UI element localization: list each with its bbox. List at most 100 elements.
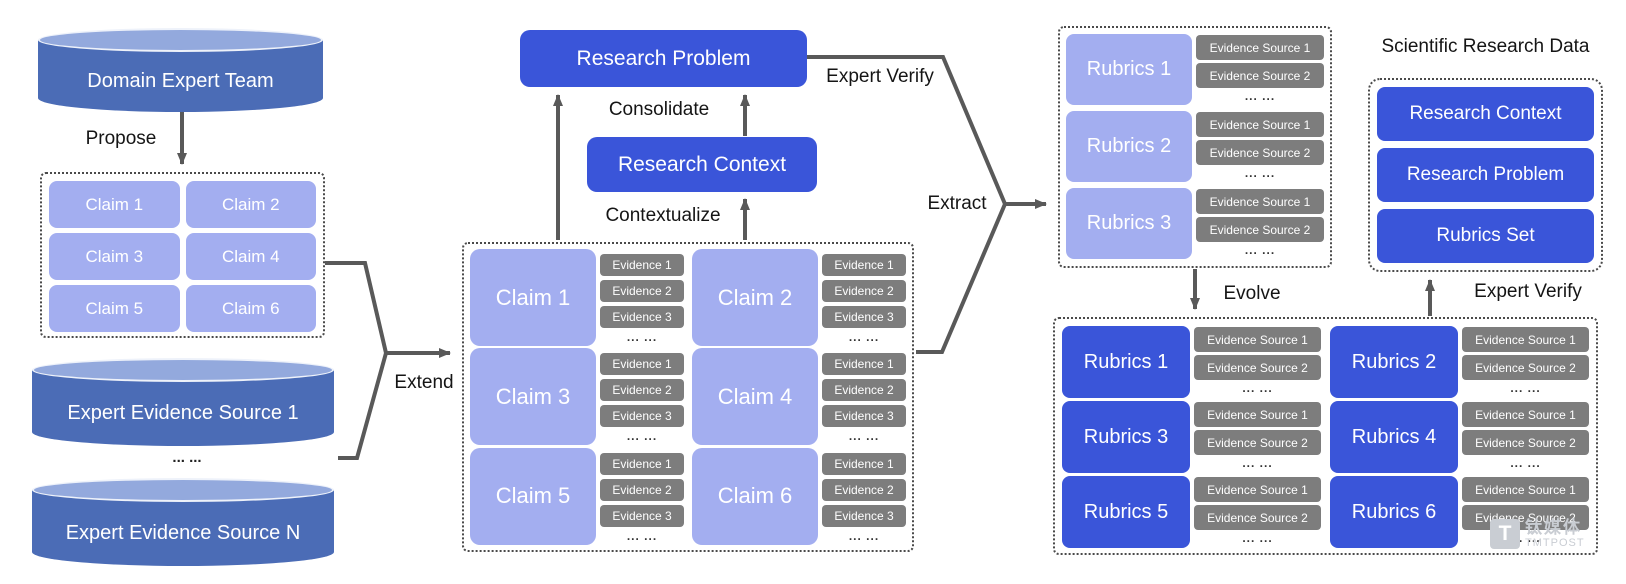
evidence-source-item: Evidence Source 2 bbox=[1194, 430, 1321, 455]
evidence-source-item: Evidence Source 2 bbox=[1194, 355, 1321, 380]
rubric-box: Rubrics 3 bbox=[1062, 401, 1190, 473]
claim-box: Claim 2 bbox=[185, 181, 316, 228]
rubric-group: Rubrics 6 Evidence Source 1 Evidence Sou… bbox=[1330, 476, 1589, 548]
evidence-source-list: Evidence Source 1 Evidence Source 2 ... … bbox=[1462, 476, 1589, 548]
consolidate-label: Consolidate bbox=[608, 99, 710, 120]
expert-evidence-source-1-cylinder: Expert Evidence Source 1 bbox=[32, 358, 334, 446]
evidence-source-item: Evidence Source 1 bbox=[1194, 402, 1321, 427]
evidence-item: Evidence 3 bbox=[600, 306, 684, 328]
evidence-item: Evidence 3 bbox=[822, 504, 906, 527]
cylinder-body: Expert Evidence Source 1 bbox=[32, 370, 334, 446]
evidence-source-item: Evidence Source 2 bbox=[1196, 140, 1324, 165]
research-context-box: Research Context bbox=[587, 137, 817, 192]
claim-box: Claim 2 bbox=[692, 249, 818, 346]
ellipsis: ... ... bbox=[1510, 381, 1541, 395]
contextualize-label: Contextualize bbox=[605, 205, 721, 226]
evidence-source-item: Evidence Source 1 bbox=[1194, 477, 1321, 502]
ellipsis: ... ... bbox=[1242, 531, 1273, 545]
evidence-source-item: Evidence Source 1 bbox=[1196, 35, 1324, 60]
rubric-box: Rubrics 5 bbox=[1062, 476, 1190, 548]
extend-connector-sources bbox=[338, 352, 388, 460]
evidence-list: Evidence 1 Evidence 2 Evidence 3 ... ... bbox=[600, 448, 684, 545]
cylinder-top-ellipse bbox=[32, 478, 334, 502]
rubric-group: Rubrics 1 Evidence Source 1 Evidence Sou… bbox=[1066, 34, 1324, 105]
domain-expert-team-label: Domain Expert Team bbox=[87, 69, 274, 92]
ellipsis: ... ... bbox=[1510, 456, 1541, 470]
evidence-source-list: Evidence Source 1 Evidence Source 2 ... … bbox=[1196, 111, 1324, 182]
claim-box: Claim 5 bbox=[49, 285, 180, 332]
evidence-list: Evidence 1 Evidence 2 Evidence 3 ... ... bbox=[600, 249, 684, 346]
ellipsis: ... ... bbox=[626, 330, 658, 344]
evidence-source-item: Evidence Source 2 bbox=[1196, 217, 1324, 242]
evidence-source-list: Evidence Source 1 Evidence Source 2 ... … bbox=[1194, 326, 1321, 398]
cylinder-body: Expert Evidence Source N bbox=[32, 490, 334, 566]
rubrics-box-initial: Rubrics 1 Evidence Source 1 Evidence Sou… bbox=[1058, 26, 1332, 268]
evidence-source-list: Evidence Source 1 Evidence Source 2 ... … bbox=[1196, 34, 1324, 105]
ellipsis: ... ... bbox=[1244, 89, 1276, 103]
evidence-item: Evidence 3 bbox=[822, 405, 906, 428]
rubric-group: Rubrics 2 Evidence Source 1 Evidence Sou… bbox=[1066, 111, 1324, 182]
ellipsis: ... ... bbox=[848, 429, 880, 444]
propose-label: Propose bbox=[85, 128, 157, 149]
evidence-item: Evidence 2 bbox=[600, 280, 684, 302]
watermark-cn: 钛媒体 bbox=[1525, 518, 1582, 537]
rubric-box: Rubrics 6 bbox=[1330, 476, 1458, 548]
claim-box: Claim 6 bbox=[185, 285, 316, 332]
scientific-research-data-title: Scientific Research Data bbox=[1381, 36, 1590, 57]
evidence-item: Evidence 1 bbox=[600, 452, 684, 475]
extend-label: Extend bbox=[394, 372, 454, 393]
cylinder-body: Domain Expert Team bbox=[38, 40, 323, 112]
claim-group: Claim 3 Evidence 1 Evidence 2 Evidence 3… bbox=[470, 348, 684, 446]
evidence-list: Evidence 1 Evidence 2 Evidence 3 ... ... bbox=[822, 348, 906, 445]
claim-group: Claim 1 Evidence 1 Evidence 2 Evidence 3… bbox=[470, 249, 684, 346]
claim-group: Claim 4 Evidence 1 Evidence 2 Evidence 3… bbox=[692, 348, 906, 446]
rubric-box: Rubrics 1 bbox=[1062, 326, 1190, 398]
evidence-item: Evidence 2 bbox=[600, 478, 684, 501]
rubric-group: Rubrics 1 Evidence Source 1 Evidence Sou… bbox=[1062, 326, 1321, 398]
rubric-box: Rubrics 4 bbox=[1330, 401, 1458, 473]
watermark: T 钛媒体 TMTPOST bbox=[1490, 519, 1585, 549]
evidence-item: Evidence 1 bbox=[600, 353, 684, 376]
ellipsis: ... ... bbox=[848, 528, 880, 543]
evidence-item: Evidence 2 bbox=[822, 280, 906, 302]
evidence-source-list: Evidence Source 1 Evidence Source 2 ... … bbox=[1194, 476, 1321, 548]
rubric-group: Rubrics 3 Evidence Source 1 Evidence Sou… bbox=[1062, 401, 1321, 473]
evidence-item: Evidence 3 bbox=[600, 405, 684, 428]
ellipsis: ... ... bbox=[1242, 456, 1273, 470]
evidence-item: Evidence 3 bbox=[822, 306, 906, 328]
claims-box-left: Claim 1 Claim 2 Claim 3 Claim 4 Claim 5 … bbox=[40, 172, 325, 338]
evidence-item: Evidence 2 bbox=[600, 379, 684, 402]
watermark-text: 钛媒体 TMTPOST bbox=[1525, 518, 1585, 550]
srd-research-context: Research Context bbox=[1377, 87, 1594, 141]
evidence-source-item: Evidence Source 1 bbox=[1462, 477, 1589, 502]
expert-verify-extract-arrow bbox=[807, 55, 1047, 209]
research-context-label: Research Context bbox=[617, 152, 787, 176]
claim-box: Claim 4 bbox=[185, 233, 316, 280]
rubric-box: Rubrics 2 bbox=[1330, 326, 1458, 398]
rubric-group: Rubrics 4 Evidence Source 1 Evidence Sou… bbox=[1330, 401, 1589, 473]
research-problem-label: Research Problem bbox=[576, 46, 751, 70]
evidence-list: Evidence 1 Evidence 2 Evidence 3 ... ... bbox=[822, 448, 906, 545]
evidence-source-list: Evidence Source 1 Evidence Source 2 ... … bbox=[1194, 401, 1321, 473]
research-problem-box: Research Problem bbox=[520, 30, 807, 87]
rubric-box: Rubrics 1 bbox=[1066, 34, 1192, 105]
claim-box: Claim 1 bbox=[49, 181, 180, 228]
expert-evidence-source-n-label: Expert Evidence Source N bbox=[65, 521, 301, 544]
evidence-source-item: Evidence Source 2 bbox=[1196, 63, 1324, 88]
claims-evidence-box: Claim 1 Evidence 1 Evidence 2 Evidence 3… bbox=[462, 242, 914, 552]
extend-connector-claims bbox=[324, 261, 388, 354]
evidence-source-item: Evidence Source 1 bbox=[1196, 112, 1324, 137]
rubrics-box-evolved: Rubrics 1 Evidence Source 1 Evidence Sou… bbox=[1053, 317, 1598, 555]
claim-box: Claim 5 bbox=[470, 447, 596, 545]
ellipsis: ... ... bbox=[1242, 381, 1273, 395]
expert-evidence-source-n-cylinder: Expert Evidence Source N bbox=[32, 478, 334, 566]
evidence-source-item: Evidence Source 1 bbox=[1194, 327, 1321, 352]
evidence-item: Evidence 1 bbox=[822, 353, 906, 376]
evidence-source-item: Evidence Source 2 bbox=[1462, 355, 1589, 380]
srd-research-problem: Research Problem bbox=[1377, 148, 1594, 202]
claim-group: Claim 6 Evidence 1 Evidence 2 Evidence 3… bbox=[692, 447, 906, 545]
evidence-source-item: Evidence Source 2 bbox=[1194, 505, 1321, 530]
rubric-box: Rubrics 3 bbox=[1066, 188, 1192, 259]
expert-evidence-source-1-label: Expert Evidence Source 1 bbox=[67, 401, 299, 424]
